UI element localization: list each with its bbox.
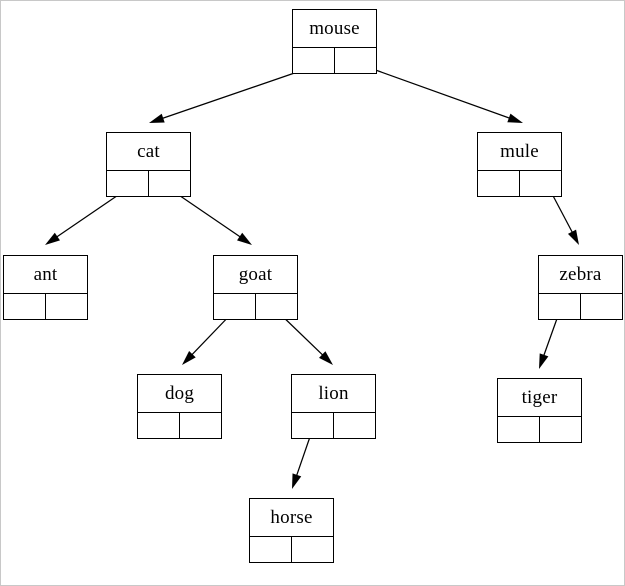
pointer-row-mouse <box>293 48 376 73</box>
node-label-mule: mule <box>478 133 561 171</box>
node-label-mouse: mouse <box>293 10 376 48</box>
edge-cat-left-to-ant <box>45 188 128 245</box>
node-ant[interactable]: ant <box>3 255 88 320</box>
node-cat[interactable]: cat <box>106 132 191 197</box>
node-lion[interactable]: lion <box>291 374 376 439</box>
edge-mouse-right-to-mule <box>355 62 523 123</box>
right-pointer-cell-goat[interactable] <box>256 294 297 319</box>
node-tiger[interactable]: tiger <box>497 378 582 443</box>
pointer-row-cat <box>107 171 190 196</box>
left-pointer-cell-cat[interactable] <box>107 171 149 196</box>
pointer-row-zebra <box>539 294 622 319</box>
pointer-row-lion <box>292 413 375 438</box>
node-dog[interactable]: dog <box>137 374 222 439</box>
node-goat[interactable]: goat <box>213 255 298 320</box>
pointer-row-mule <box>478 171 561 196</box>
left-pointer-cell-mule[interactable] <box>478 171 520 196</box>
node-label-horse: horse <box>250 499 333 537</box>
left-pointer-cell-goat[interactable] <box>214 294 256 319</box>
edge-zebra-left-to-tiger <box>539 312 560 369</box>
left-pointer-cell-zebra[interactable] <box>539 294 581 319</box>
right-pointer-cell-mule[interactable] <box>520 171 561 196</box>
right-pointer-cell-horse[interactable] <box>292 537 333 562</box>
node-zebra[interactable]: zebra <box>538 255 623 320</box>
node-label-dog: dog <box>138 375 221 413</box>
left-pointer-cell-lion[interactable] <box>292 413 334 438</box>
right-pointer-cell-dog[interactable] <box>180 413 221 438</box>
edge-lion-left-to-horse <box>292 430 313 489</box>
node-mouse[interactable]: mouse <box>292 9 377 74</box>
right-pointer-cell-ant[interactable] <box>46 294 87 319</box>
right-pointer-cell-mouse[interactable] <box>335 48 376 73</box>
left-pointer-cell-tiger[interactable] <box>498 417 540 442</box>
pointer-row-dog <box>138 413 221 438</box>
node-horse[interactable]: horse <box>249 498 334 563</box>
right-pointer-cell-zebra[interactable] <box>581 294 622 319</box>
pointer-row-horse <box>250 537 333 562</box>
right-pointer-cell-cat[interactable] <box>149 171 190 196</box>
node-mule[interactable]: mule <box>477 132 562 197</box>
left-pointer-cell-dog[interactable] <box>138 413 180 438</box>
node-label-zebra: zebra <box>539 256 622 294</box>
pointer-row-tiger <box>498 417 581 442</box>
node-label-ant: ant <box>4 256 87 294</box>
edge-mouse-left-to-cat <box>149 66 313 123</box>
node-label-lion: lion <box>292 375 375 413</box>
node-label-cat: cat <box>107 133 190 171</box>
node-label-tiger: tiger <box>498 379 581 417</box>
node-label-goat: goat <box>214 256 297 294</box>
right-pointer-cell-lion[interactable] <box>334 413 375 438</box>
edge-cat-right-to-goat <box>169 188 252 245</box>
pointer-row-ant <box>4 294 87 319</box>
left-pointer-cell-mouse[interactable] <box>293 48 335 73</box>
left-pointer-cell-horse[interactable] <box>250 537 292 562</box>
right-pointer-cell-tiger[interactable] <box>540 417 581 442</box>
left-pointer-cell-ant[interactable] <box>4 294 46 319</box>
pointer-row-goat <box>214 294 297 319</box>
